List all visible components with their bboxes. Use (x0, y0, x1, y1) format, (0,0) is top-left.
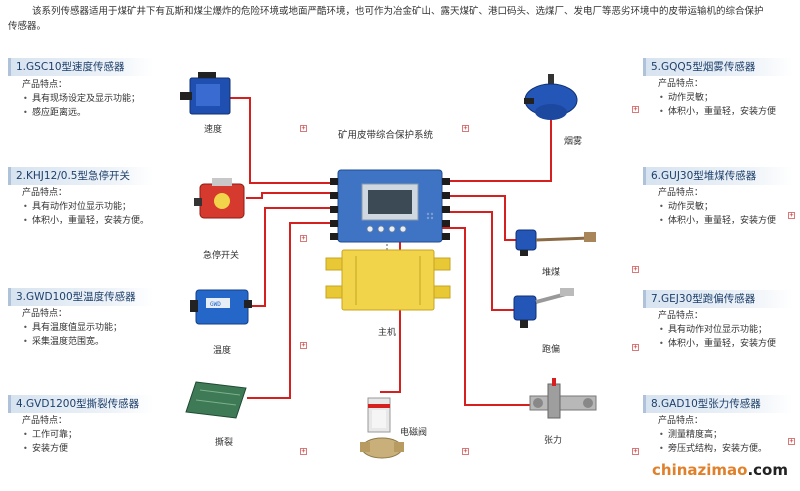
plus-icon[interactable]: + (788, 211, 795, 219)
tension-device-label: 张力 (544, 436, 563, 446)
sensor-features-4: 产品特点： 工作可靠； 安装方便 (22, 414, 77, 456)
sensor-title-3: 3.GWD100型温度传感器 (8, 288, 153, 306)
temp-device-text: GWD (210, 301, 221, 308)
sensor-features-1: 产品特点： 具有现场设定及显示功能； 感应距离远。 (22, 78, 140, 120)
smoke-sensor-icon (524, 74, 578, 120)
plus-icon[interactable]: + (300, 124, 307, 132)
host-controller (330, 169, 450, 243)
sensor-title-7: 7.GEJ30型跑偏传感器 (643, 290, 793, 308)
sensor-title-4: 4.GVD1200型撕裂传感器 (8, 395, 153, 413)
tear-device-label: 撕裂 (215, 438, 234, 448)
wire-tension (442, 227, 531, 406)
emergency-stop-icon (194, 178, 245, 219)
sensor-features-2: 产品特点： 具有动作对位显示功能； 体积小，重量轻，安装方便。 (22, 186, 149, 228)
plus-icon[interactable]: + (462, 447, 469, 455)
plus-icon[interactable]: + (632, 265, 639, 273)
plus-icon[interactable]: + (632, 343, 639, 351)
watermark: chinazimao.com (652, 461, 788, 479)
solenoid-valve-icon (360, 397, 404, 459)
plus-icon[interactable]: + (788, 437, 795, 445)
temp-device-label: 温度 (213, 346, 232, 356)
sensor-features-5: 产品特点： 动作灵敏； 体积小，重量轻，安装方便 (658, 77, 776, 119)
sensor-title-8: 8.GAD10型张力传感器 (643, 395, 793, 413)
plus-icon[interactable]: + (300, 341, 307, 349)
host-lower-box (325, 249, 451, 311)
speed-device-label: 速度 (204, 125, 223, 135)
coal-device-label: 堆煤 (542, 268, 561, 278)
plus-icon[interactable]: + (632, 105, 639, 113)
coal-pile-sensor-icon (515, 229, 596, 256)
plus-icon[interactable]: + (632, 447, 639, 455)
wire-tear (247, 222, 337, 399)
plus-icon[interactable]: + (300, 234, 307, 242)
plus-icon[interactable]: + (462, 124, 469, 132)
sensor-title-1: 1.GSC10型速度传感器 (8, 58, 153, 76)
wire-smoke (442, 118, 552, 182)
wire-coal (442, 195, 520, 241)
temperature-sensor-icon (190, 289, 252, 325)
tear-sensor-icon (185, 381, 247, 419)
wire-speed (228, 97, 337, 184)
deviation-device-label: 跑偏 (542, 345, 561, 355)
estop-device-label: 急停开关 (203, 251, 240, 261)
smoke-device-label: 烟雾 (564, 137, 583, 147)
tension-sensor-icon (529, 378, 597, 419)
sensor-features-6: 产品特点： 动作灵敏； 体积小，重量轻，安装方便 (658, 186, 776, 228)
sensor-features-3: 产品特点： 具有温度值显示功能； 采集温度范围宽。 (22, 307, 122, 349)
sensor-title-6: 6.GUJ30型堆煤传感器 (643, 167, 793, 185)
plus-icon[interactable]: + (300, 447, 307, 455)
host-screen (368, 190, 412, 214)
wire-temp (250, 207, 337, 307)
valve-device-label: 电磁阀 (400, 428, 428, 438)
sensor-features-7: 产品特点： 具有动作对位显示功能； 体积小，重量轻，安装方便 (658, 309, 776, 351)
sensor-title-5: 5.GQQ5型烟雾传感器 (643, 58, 793, 76)
intro-text: 该系列传感器适用于煤矿井下有瓦斯和煤尘爆炸的危险环境或地面严酷环境，也可作为冶金… (8, 6, 764, 32)
host-label: 主机 (378, 328, 397, 338)
wire-estop (246, 192, 337, 199)
deviation-sensor-icon (513, 288, 574, 328)
wire-deviation (442, 211, 516, 311)
sensor-title-2: 2.KHJ12/0.5型急停开关 (8, 167, 153, 185)
system-title: 矿用皮带综合保护系统 (338, 130, 434, 141)
sensor-features-8: 产品特点： 测量精度高； 旁压式结构，安装方便。 (658, 414, 767, 456)
speed-sensor-icon (180, 72, 231, 115)
